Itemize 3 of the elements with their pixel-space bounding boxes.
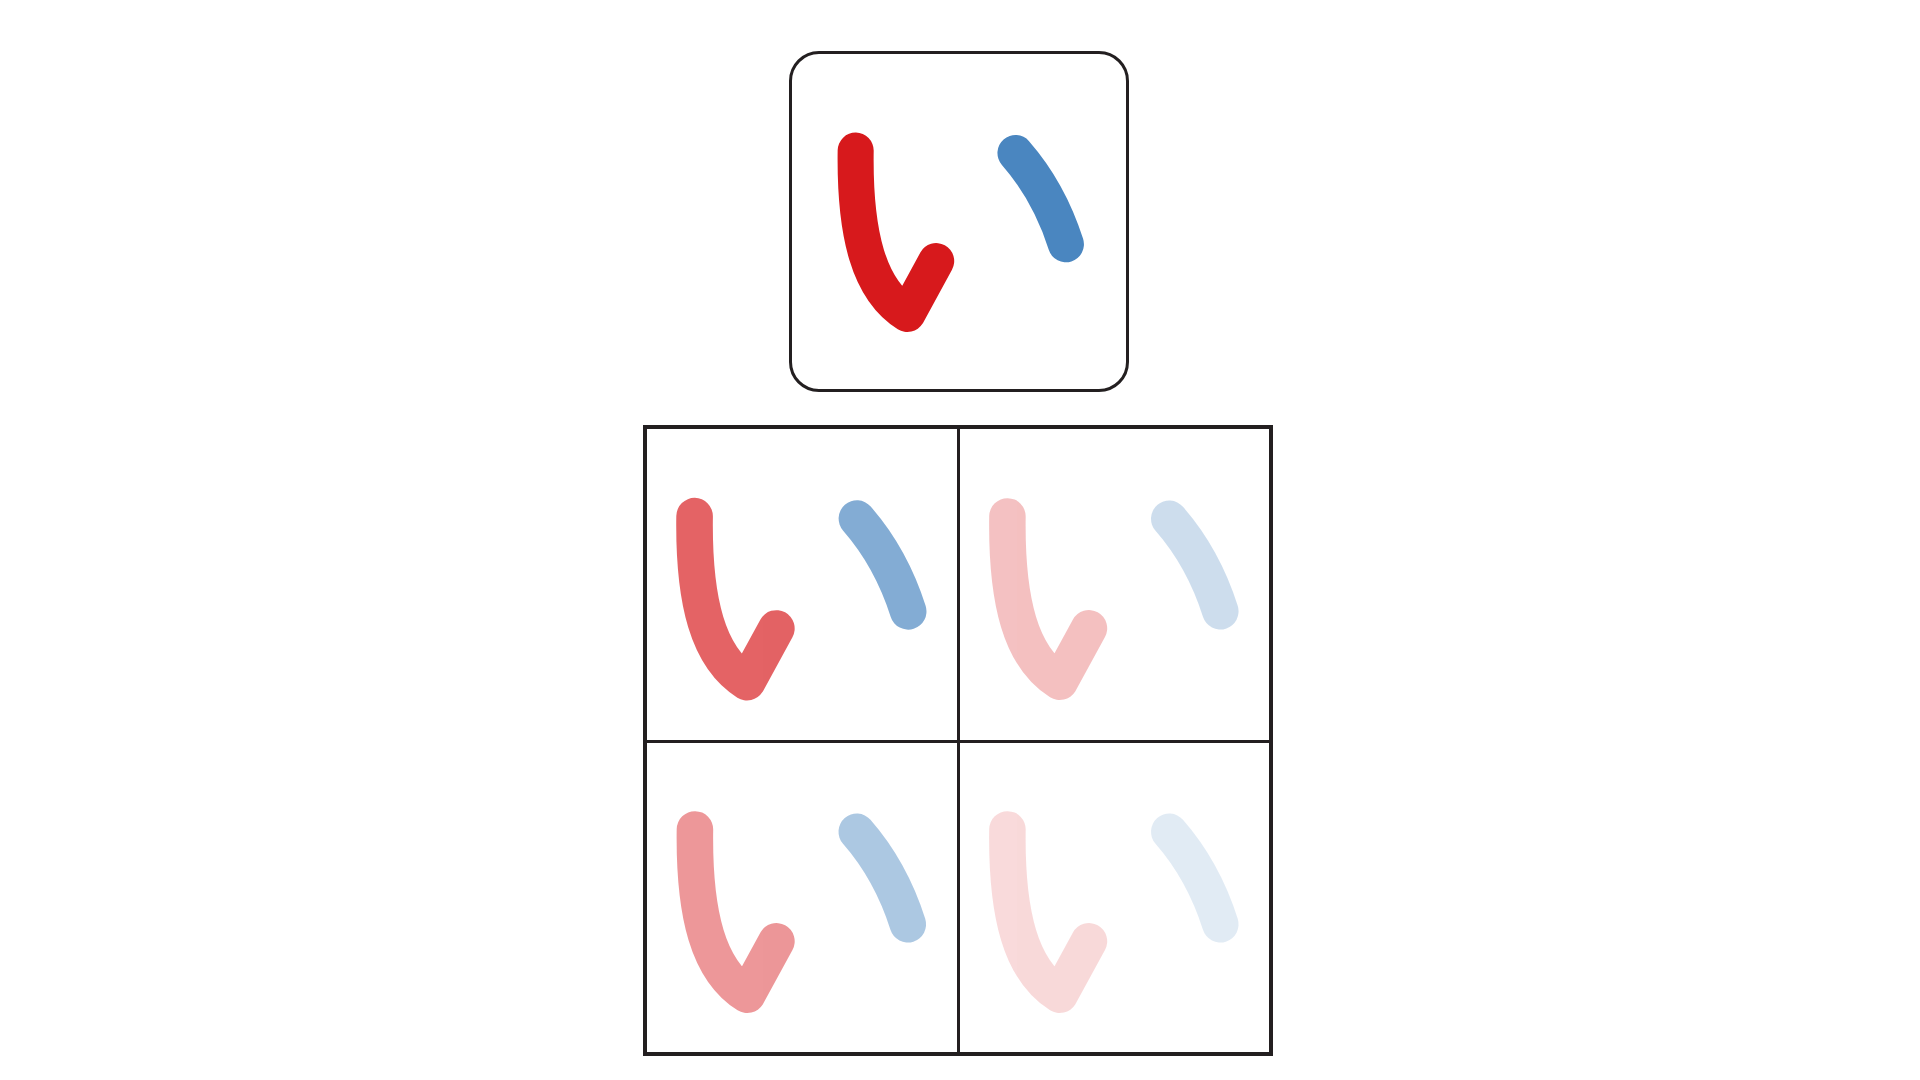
picture-frame [789,51,1129,392]
grid-cell [647,429,960,743]
grid-frame [643,425,1273,1056]
